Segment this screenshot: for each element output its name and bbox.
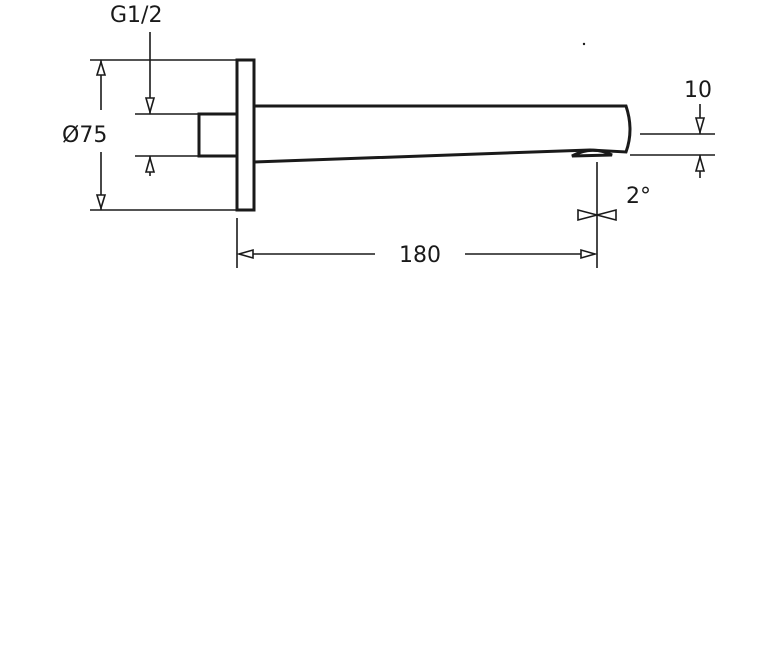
length-label: 180 [399, 243, 441, 268]
length-arrow-left [236, 248, 254, 260]
diameter-arrow-top [95, 59, 107, 76]
thread-label: G1/2 [110, 3, 162, 28]
angle-arrow-left [577, 208, 601, 222]
angle-label: 2° [626, 184, 651, 209]
diameter-label: Ø75 [62, 123, 107, 148]
thread-connector [197, 112, 239, 158]
offset-arrow-top [694, 117, 706, 135]
thread-arrow-top [144, 97, 156, 115]
thread-arrow-bottom [144, 155, 156, 173]
offset-label: 10 [684, 78, 712, 103]
stray-dot [582, 42, 586, 46]
wall-flange [235, 58, 256, 212]
length-arrow-right [580, 248, 598, 260]
spout-body [253, 104, 632, 164]
offset-arrow-bottom [694, 154, 706, 172]
diameter-arrow-bottom [95, 194, 107, 211]
angle-arrow-right [593, 208, 617, 222]
spout-outlet [571, 148, 613, 158]
